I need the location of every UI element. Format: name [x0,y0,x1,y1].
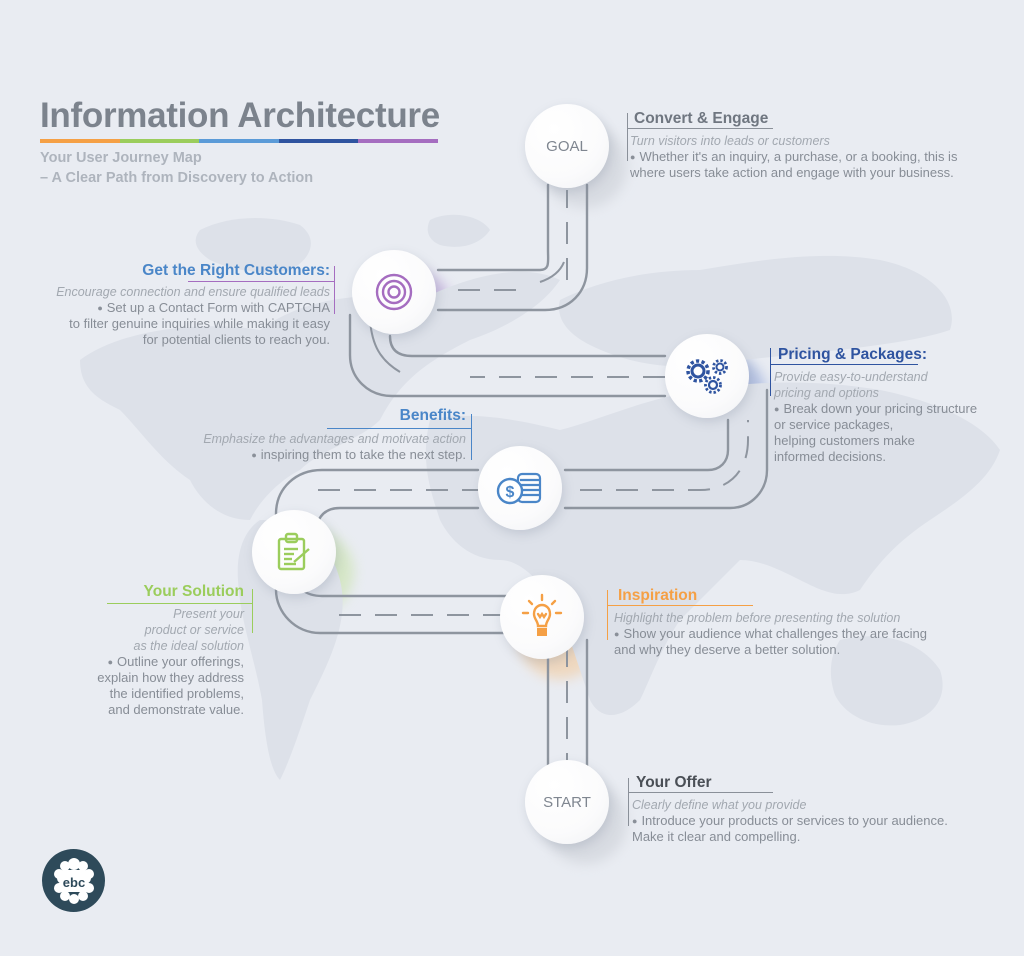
step-customers-heading: Get the Right Customers: [142,262,330,279]
color-segment-orange [40,139,120,143]
step-goal-subheading: Turn visitors into leads or customers [630,134,830,148]
step-inspiration-heading: Inspiration [618,587,698,604]
step-pricing-subheading-1: Provide easy-to-understand [774,370,928,384]
pricing-connector-hline [770,364,918,365]
inspiration-connector-hline [607,605,753,606]
step-offer-heading: Your Offer [636,774,712,791]
step-pricing-body-4: informed decisions. [774,449,886,464]
step-offer-body-1: Introduce your products or services to y… [632,813,947,829]
step-customers: Get the Right Customers: Encourage conne… [10,263,330,348]
step-goal: Convert & Engage Turn visitors into lead… [630,111,957,181]
step-solution-body-3: the identified problems, [109,686,244,701]
pricing-node [665,334,749,418]
step-customers-body-2: to filter genuine inquiries while making… [69,316,330,331]
start-node: START [525,760,609,844]
step-offer-subheading: Clearly define what you provide [632,798,807,812]
step-pricing: Pricing & Packages: Provide easy-to-unde… [774,347,977,465]
subtitle-line-2: – A Clear Path from Discovery to Action [40,170,314,186]
customers-node [352,250,436,334]
offer-connector-vline [628,778,629,826]
step-inspiration-subheading: Highlight the problem before presenting … [614,611,901,625]
step-pricing-subheading-2: pricing and options [774,386,879,400]
color-segment-green [119,139,200,143]
solution-node [252,510,336,594]
svg-text:ebc: ebc [62,875,84,890]
step-customers-subheading: Encourage connection and ensure qualifie… [56,285,330,299]
step-solution-body-2: explain how they address [97,670,244,685]
step-customers-body-3: for potential clients to reach you. [142,332,330,347]
step-benefits-body-1: inspiring them to take the next step. [146,447,466,463]
color-segment-navy [278,139,359,143]
start-label: START [543,793,591,811]
brain-logo-icon: ebc [53,857,94,904]
benefits-connector-hline [327,428,471,429]
step-inspiration: Inspiration Highlight the problem before… [614,588,927,658]
step-solution-body-1: Outline your offerings, [44,654,244,670]
step-offer: Your Offer Clearly define what you provi… [632,775,948,845]
pricing-connector-vline [770,348,771,396]
step-inspiration-body-2: and why they deserve a better solution. [614,642,841,657]
goal-connector-hline [627,128,773,129]
color-segment-lightblue [199,139,279,143]
step-pricing-body-2: or service packages, [774,417,894,432]
step-solution: Your Solution Present your product or se… [44,584,244,718]
clipboard-icon [277,532,310,571]
customers-connector-vline [334,266,335,314]
subtitle-line-1: Your User Journey Map [40,150,202,166]
step-pricing-heading: Pricing & Packages: [778,346,928,363]
step-solution-heading: Your Solution [143,583,244,600]
step-customers-body-1: Set up a Contact Form with CAPTCHA [10,300,330,316]
step-benefits-subheading: Emphasize the advantages and motivate ac… [203,432,466,446]
goal-connector-vline [627,113,628,161]
goal-node: GOAL [525,104,609,188]
step-inspiration-body-1: Show your audience what challenges they … [614,626,927,642]
target-icon [375,273,413,311]
benefits-connector-vline [471,414,472,460]
step-pricing-body-3: helping customers make [774,433,915,448]
solution-connector-vline [252,589,253,633]
step-solution-subheading-3: as the ideal solution [133,639,245,653]
page-subtitle: Your User Journey Map – A Clear Path fro… [40,148,313,188]
page-title: Information Architecture [40,96,440,135]
step-offer-body-2: Make it clear and compelling. [632,829,801,844]
step-pricing-body-1: Break down your pricing structure [774,401,977,417]
lightbulb-icon [521,593,563,636]
goal-label: GOAL [546,137,588,155]
solution-connector-hline [107,603,252,604]
inspiration-connector-vline [607,590,608,640]
step-solution-subheading-1: Present your [173,607,244,621]
inspiration-node [500,575,584,659]
ebc-logo: ebc [42,849,105,912]
svg-text:$: $ [506,484,515,501]
benefits-node: $ [478,446,562,530]
step-benefits-heading: Benefits: [399,407,466,424]
step-goal-heading: Convert & Engage [634,110,769,127]
gears-icon [686,359,728,394]
step-benefits: Benefits: Emphasize the advantages and m… [146,408,466,463]
step-solution-body-4: and demonstrate value. [108,702,244,717]
step-goal-body-1: Whether it's an inquiry, a purchase, or … [630,149,957,165]
step-goal-body-2: where users take action and engage with … [630,165,954,180]
step-solution-subheading-2: product or service [144,623,244,637]
color-segment-purple [358,139,438,143]
offer-connector-hline [628,792,773,793]
title-color-bar [40,139,438,143]
coins-icon: $ [496,472,542,505]
customers-connector-hline [188,281,334,282]
